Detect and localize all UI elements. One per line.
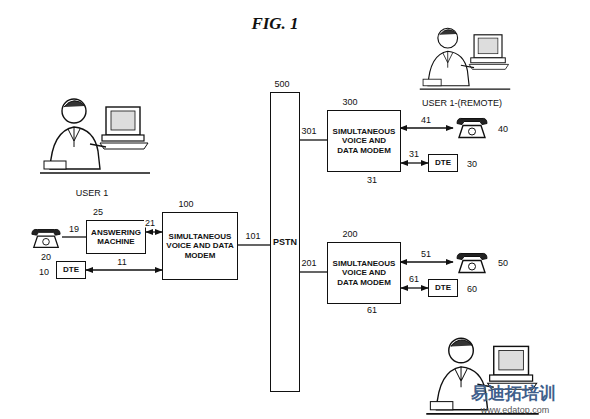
user-label: USER 1 <box>75 189 110 198</box>
box-label: PSTN <box>272 237 298 247</box>
box-label: SIMULTANEOUS VOICE AND DATA MODEM <box>328 125 400 157</box>
callout-number: 500 <box>273 80 290 89</box>
callout-number: 51 <box>420 250 432 259</box>
box-label: SIMULTANEOUS VOICE AND DATA MODEM <box>328 257 400 289</box>
callout-number: 100 <box>177 200 194 209</box>
box-label: DTE <box>60 263 82 276</box>
callout-number: 20 <box>40 253 52 262</box>
callout-number: 19 <box>68 225 80 234</box>
box-label: SIMULTANEOUS VOICE AND DATA MODEM <box>163 230 237 262</box>
device-box: SIMULTANEOUS VOICE AND DATA MODEM <box>162 212 238 280</box>
callout-number: 300 <box>341 98 358 107</box>
device-box: DTE <box>56 261 86 279</box>
connector <box>401 162 428 163</box>
connector <box>86 269 162 270</box>
callout-number: 25 <box>92 208 104 217</box>
callout-number: 31 <box>366 176 378 185</box>
callout-number: 21 <box>144 219 156 228</box>
callout-number: 201 <box>300 259 317 268</box>
callout-number: 50 <box>497 259 509 268</box>
device-box: DTE <box>428 279 458 297</box>
box-label: DTE <box>432 281 454 294</box>
box-label: DTE <box>432 156 454 169</box>
device-box: SIMULTANEOUS VOICE AND DATA MODEM <box>327 110 401 172</box>
device-box: DTE <box>428 154 458 172</box>
watermark: www.edatop.com <box>480 406 551 415</box>
figure-title: FIG. 1 <box>251 14 298 34</box>
device-box: SIMULTANEOUS VOICE AND DATA MODEM <box>327 242 401 304</box>
connector <box>401 287 428 288</box>
watermark: 易迪拓培训 <box>470 385 557 402</box>
callout-number: 200 <box>341 230 358 239</box>
connector <box>300 139 327 140</box>
connector <box>238 244 270 245</box>
connector <box>146 231 162 232</box>
callout-number: 101 <box>244 232 261 241</box>
network-box: PSTN <box>270 92 300 392</box>
callout-number: 60 <box>466 285 478 294</box>
callout-number: 11 <box>116 258 127 267</box>
callout-number: 61 <box>408 275 420 284</box>
callout-number: 30 <box>466 160 478 169</box>
callout-number: 61 <box>366 306 378 315</box>
connector <box>300 271 327 272</box>
callout-number: 301 <box>300 127 317 136</box>
callout-number: 40 <box>497 125 509 134</box>
user-label: USER 1-(REMOTE) <box>421 99 503 108</box>
device-box: ANSWERING MACHINE <box>86 220 146 254</box>
callout-number: 41 <box>420 116 432 125</box>
callout-number: 31 <box>408 150 420 159</box>
callout-number: 10 <box>38 268 50 277</box>
box-label: ANSWERING MACHINE <box>87 226 145 248</box>
